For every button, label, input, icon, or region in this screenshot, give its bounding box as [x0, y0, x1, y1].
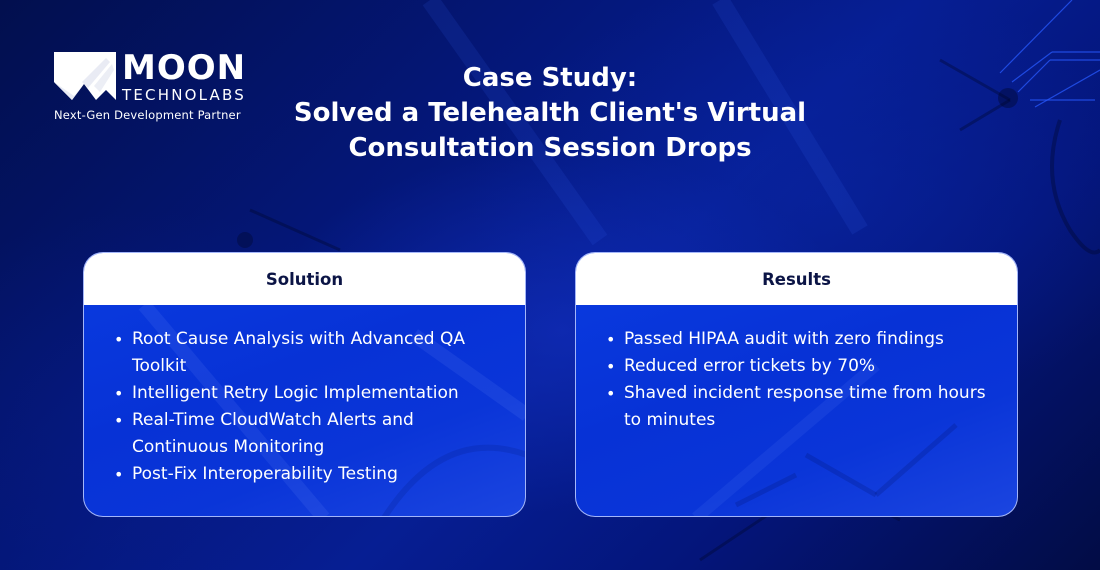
brand-name: MOON	[122, 48, 247, 88]
results-list-item: Passed HIPAA audit with zero findings	[606, 326, 997, 353]
solution-list: Root Cause Analysis with Advanced QA Too…	[84, 305, 525, 488]
results-card-heading: Results	[576, 253, 1017, 305]
brand-logo: MOON TECHNOLABS Next-Gen Development Par…	[54, 48, 247, 122]
solution-list-item: Root Cause Analysis with Advanced QA Too…	[114, 326, 505, 380]
solution-list-item: Real-Time CloudWatch Alerts and Continuo…	[114, 407, 505, 461]
title-line-2: Solved a Telehealth Client's Virtual	[293, 98, 807, 128]
title-line-3: Consultation Session Drops	[348, 133, 752, 163]
results-card: Results Passed HIPAA audit with zero fin…	[575, 252, 1018, 517]
results-list-item: Reduced error tickets by 70%	[606, 353, 997, 380]
results-list: Passed HIPAA audit with zero findings Re…	[576, 305, 1017, 434]
results-list-item: Shaved incident response time from hours…	[606, 380, 997, 434]
title-line-1: Case Study:	[462, 63, 638, 93]
solution-list-item: Intelligent Retry Logic Implementation	[114, 380, 505, 407]
brand-subname: TECHNOLABS	[122, 86, 246, 104]
mountain-peaks-logo-icon	[54, 52, 116, 100]
solution-card: Solution Root Cause Analysis with Advanc…	[83, 252, 526, 517]
brand-tagline: Next-Gen Development Partner	[54, 108, 241, 122]
solution-list-item: Post-Fix Interoperability Testing	[114, 461, 505, 488]
page-title: Case Study: Solved a Telehealth Client's…	[200, 61, 900, 166]
solution-card-heading: Solution	[84, 253, 525, 305]
